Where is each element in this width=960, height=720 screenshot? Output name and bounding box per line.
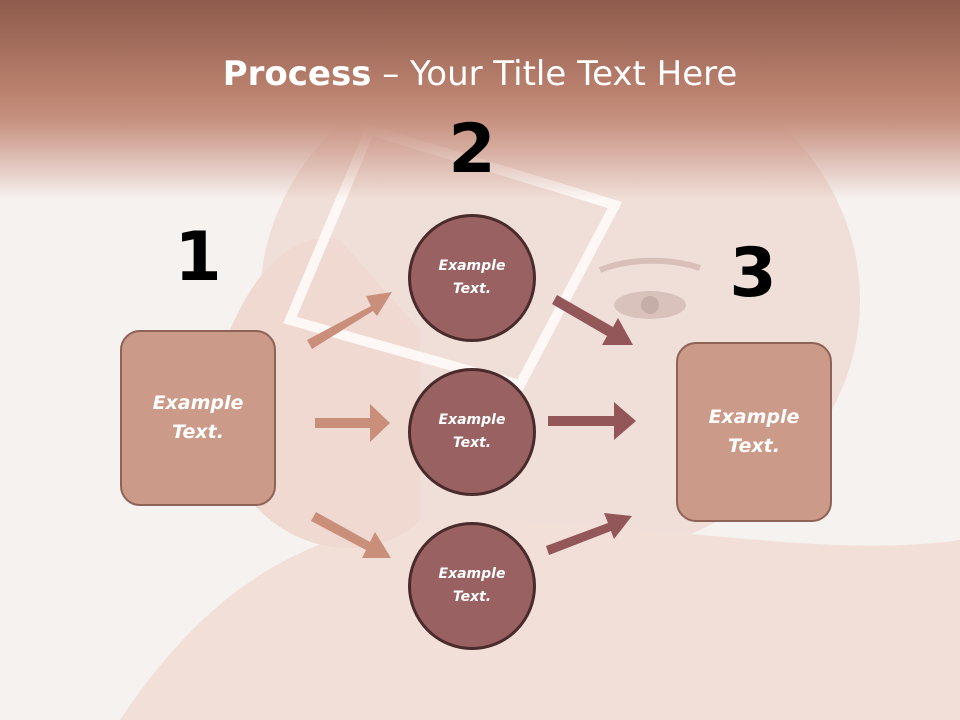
step-number-1: 1 <box>174 218 222 297</box>
arrow-middle-to-3 <box>548 402 636 440</box>
page-title: Process – Your Title Text Here <box>0 52 960 96</box>
title-bold: Process <box>222 54 372 94</box>
title-band <box>0 0 960 200</box>
arrow-1-to-top <box>307 292 392 349</box>
arrow-top-to-3 <box>552 295 633 345</box>
step-number-3: 3 <box>729 234 777 313</box>
arrow-bottom-to-3 <box>546 513 632 555</box>
arrow-1-to-middle <box>315 404 390 442</box>
arrow-1-to-bottom <box>311 512 391 558</box>
title-rest: – Your Title Text Here <box>371 54 738 94</box>
step-number-2: 2 <box>448 110 496 189</box>
